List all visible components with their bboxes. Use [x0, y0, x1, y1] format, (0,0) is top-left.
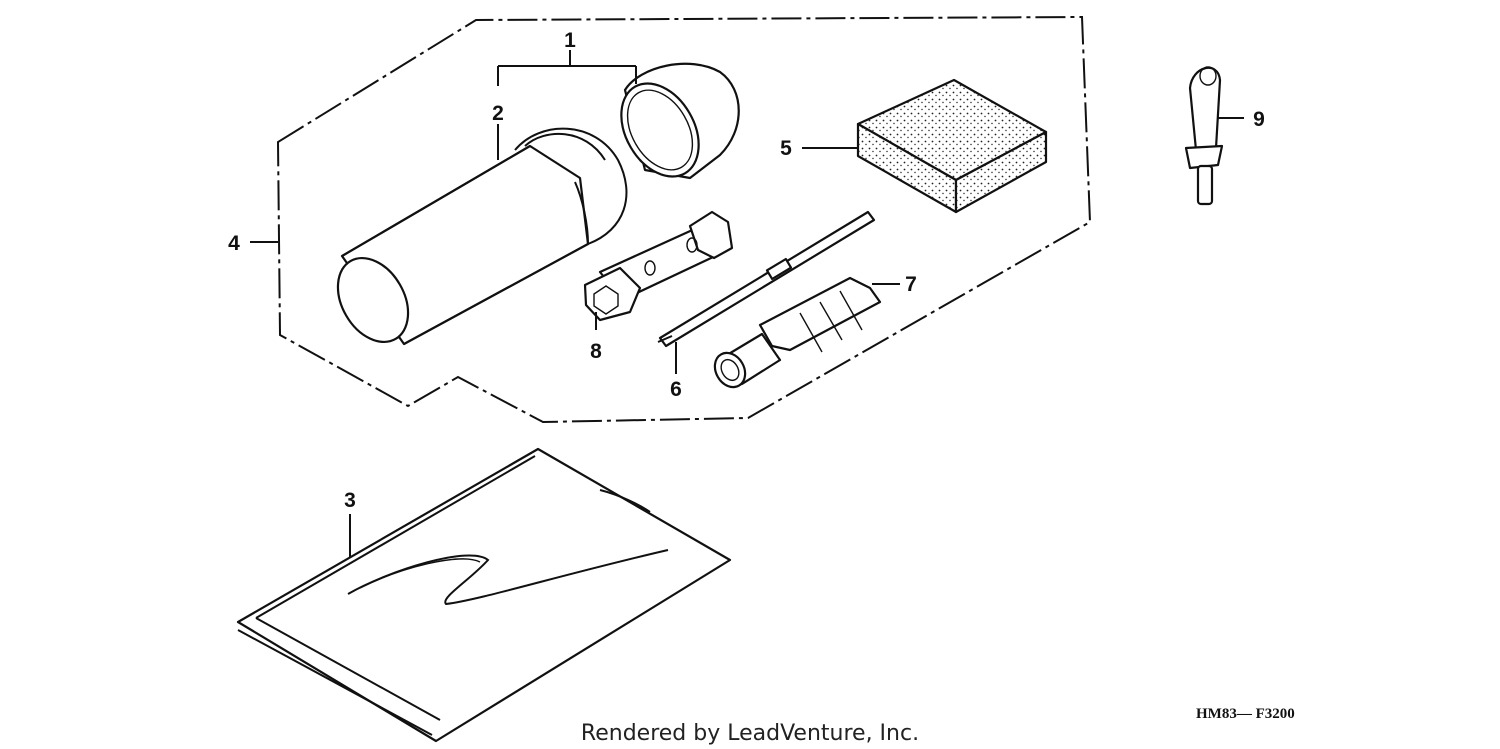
foam-pad [856, 78, 1048, 214]
callout-4: 4 [228, 232, 240, 255]
callout-5: 5 [780, 137, 792, 160]
callout-6: 6 [670, 378, 682, 401]
callout-9: 9 [1253, 108, 1265, 131]
credit-text: Rendered by LeadVenture, Inc. [581, 721, 919, 746]
callout-7: 7 [905, 273, 917, 296]
callout-1: 1 [564, 29, 576, 52]
callout-2: 2 [492, 102, 504, 125]
spark-plug-wrench [583, 210, 734, 322]
screwdriver-grip [713, 276, 882, 389]
leader-lines [250, 50, 1244, 558]
tool-kit-boundary [276, 15, 1092, 424]
callout-3: 3 [344, 489, 356, 512]
callout-8: 8 [590, 340, 602, 363]
screwdriver-shaft [657, 210, 876, 348]
valve-tool [1184, 66, 1224, 206]
manual-bag [236, 447, 732, 743]
tool-bag-tube [336, 127, 628, 346]
tool-bag-cap [620, 62, 740, 180]
figure-code: HM83— F3200 [1196, 706, 1295, 722]
